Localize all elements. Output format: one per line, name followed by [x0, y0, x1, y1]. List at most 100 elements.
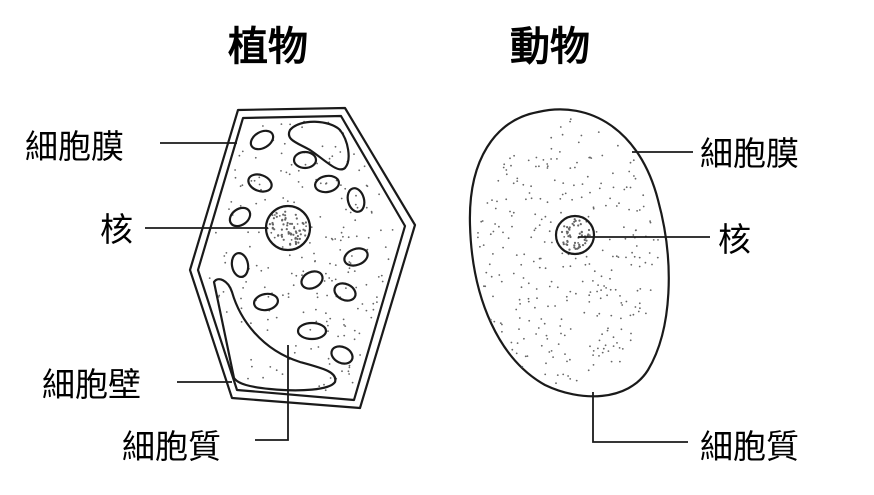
stipple-dot	[286, 221, 289, 225]
stipple-dot	[324, 389, 327, 392]
plant-title: 植物	[228, 24, 308, 70]
stipple-dot	[620, 317, 622, 320]
stipple-dot	[598, 355, 600, 357]
stipple-dot	[494, 207, 497, 210]
stipple-dot	[343, 334, 346, 337]
stipple-dot	[225, 252, 228, 254]
stipple-dot	[271, 222, 274, 225]
stipple-dot	[274, 214, 276, 216]
stipple-dot	[617, 256, 620, 258]
stipple-dot	[250, 180, 253, 182]
stipple-dot	[561, 133, 564, 136]
stipple-dot	[606, 294, 608, 297]
stipple-dot	[384, 246, 387, 249]
stipple-dot	[522, 277, 525, 279]
stipple-dot	[294, 242, 298, 246]
stipple-dot	[598, 339, 601, 342]
stipple-dot	[316, 162, 318, 165]
stipple-dot	[635, 229, 637, 232]
stipple-dot	[497, 179, 500, 182]
chloroplast	[228, 206, 252, 228]
stipple-dot	[596, 315, 599, 317]
stipple-dot	[566, 226, 569, 229]
stipple-dot	[501, 323, 503, 326]
stipple-dot	[331, 155, 334, 158]
stipple-dot	[592, 364, 595, 366]
stipple-dot	[623, 188, 626, 191]
stipple-dot	[309, 242, 311, 244]
stipple-dot	[589, 234, 591, 237]
stipple-dot	[295, 217, 298, 220]
stipple-dot	[288, 254, 291, 257]
stipple-dot	[500, 280, 503, 283]
stipple-dot	[268, 223, 271, 226]
stipple-dot	[555, 382, 557, 385]
animal-cell-membrane	[468, 108, 670, 398]
stipple-dot	[602, 347, 605, 350]
stipple-dot	[540, 344, 543, 347]
stipple-dot	[305, 225, 307, 228]
stipple-dot	[617, 144, 619, 147]
stipple-dot	[264, 198, 266, 201]
stipple-dot	[345, 287, 347, 289]
stipple-dot	[254, 156, 257, 159]
stipple-dot	[561, 252, 564, 255]
stipple-dot	[509, 210, 511, 213]
stipple-dot	[609, 197, 611, 200]
stipple-dot	[339, 239, 342, 242]
plant-cytoplasm-leader	[255, 345, 289, 441]
stipple-dot	[334, 264, 337, 266]
stipple-dot	[578, 232, 581, 235]
stipple-dot	[482, 244, 485, 247]
stipple-dot	[275, 215, 278, 218]
stipple-dot	[271, 226, 274, 229]
stipple-dot	[567, 375, 569, 377]
stipple-dot	[325, 272, 327, 275]
stipple-dot	[600, 182, 602, 185]
stipple-dot	[280, 233, 283, 236]
stipple-dot	[600, 275, 603, 278]
stipple-dot	[347, 236, 350, 239]
stipple-dot	[633, 255, 636, 258]
plant-cell-membrane	[196, 114, 407, 402]
stipple-dot	[569, 358, 571, 361]
stipple-dot	[218, 294, 221, 297]
stipple-dot	[339, 151, 342, 153]
stipple-dot	[301, 186, 304, 188]
stipple-dot	[270, 231, 273, 234]
stipple-dot	[532, 260, 535, 263]
stipple-dot	[505, 169, 508, 171]
plant-vacuole-lower	[212, 278, 337, 392]
stipple-dot	[288, 173, 291, 176]
stipple-dot	[284, 210, 287, 213]
stipple-dot	[280, 123, 283, 125]
stipple-dot	[571, 222, 574, 225]
stipple-dot	[587, 215, 590, 218]
stipple-dot	[563, 236, 566, 238]
stipple-dot	[225, 311, 228, 313]
stipple-dot	[543, 241, 546, 243]
stipple-dot	[612, 172, 614, 175]
stipple-dot	[289, 222, 292, 225]
stipple-dot	[520, 263, 523, 266]
stipple-dot	[544, 373, 547, 376]
stipple-dot	[294, 213, 297, 216]
stipple-dot	[567, 235, 570, 238]
stipple-dot	[356, 206, 359, 209]
stipple-dot	[486, 202, 489, 204]
stipple-dot	[258, 176, 261, 179]
stipple-dot	[632, 234, 635, 236]
stipple-dot	[535, 165, 537, 168]
stipple-dot	[601, 154, 604, 157]
stipple-dot	[340, 184, 342, 187]
stipple-dot	[592, 280, 594, 282]
stipple-dot	[391, 229, 394, 231]
stipple-dot	[584, 242, 587, 245]
plant-nucleus-stipple	[268, 210, 307, 246]
stipple-dot	[564, 192, 567, 195]
stipple-dot	[325, 236, 327, 239]
stipple-dot	[269, 366, 272, 368]
stipple-dot	[327, 330, 329, 332]
plant-cell	[188, 106, 417, 410]
stipple-dot	[557, 343, 560, 345]
